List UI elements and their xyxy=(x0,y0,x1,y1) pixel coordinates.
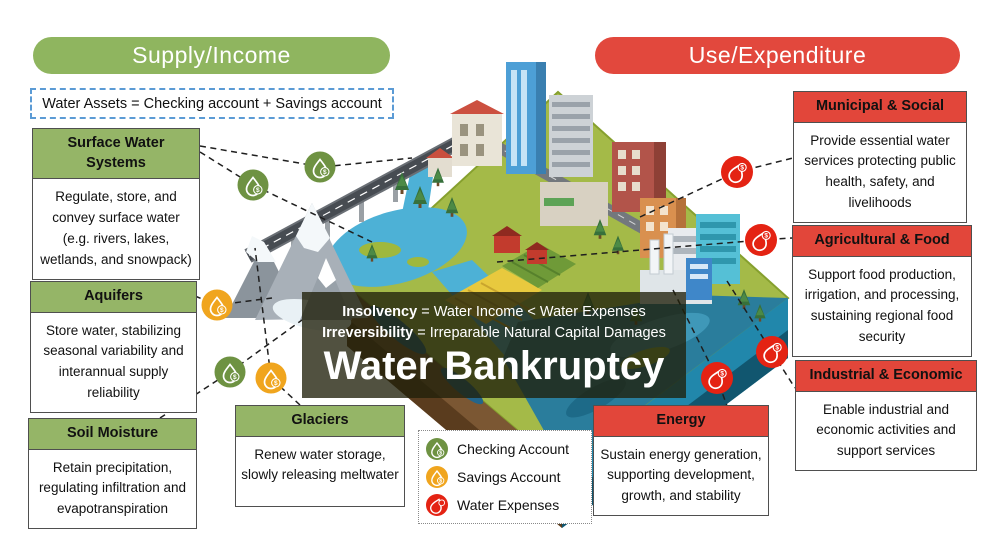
water-expenses-icon xyxy=(425,493,449,517)
legend-item-savings-account: $ Savings Account xyxy=(425,465,585,489)
box-title: Energy xyxy=(594,406,768,437)
svg-text:$: $ xyxy=(439,478,442,484)
legend: $ Checking Account $ Savings Account xyxy=(418,430,592,524)
irreversibility-definition: Irreversibility = Irreparable Natural Ca… xyxy=(302,323,686,344)
box-title: Surface Water Systems xyxy=(33,129,199,180)
city-buildings xyxy=(426,62,740,304)
checking-account-droplet-icon-soil: $ xyxy=(214,356,246,388)
box-title: Soil Moisture xyxy=(29,419,196,450)
use-box-agricultural-food: Agricultural & Food Support food product… xyxy=(792,225,972,358)
box-body: Retain precipitation, regulating infiltr… xyxy=(38,459,187,517)
box-body: Enable industrial and economic activitie… xyxy=(816,401,956,459)
connector-surface-water-2 xyxy=(199,151,373,243)
use-expenditure-banner: Use/Expenditure xyxy=(595,37,960,74)
insolvency-term: Insolvency xyxy=(342,303,418,320)
water-bankruptcy-overlay: Insolvency = Water Income < Water Expens… xyxy=(302,292,686,398)
legend-item-water-expenses: Water Expenses xyxy=(425,493,585,517)
supply-income-banner: Supply/Income xyxy=(33,37,390,74)
svg-text:$: $ xyxy=(439,450,442,456)
water-expenses-droplet-icon-industrial: $ xyxy=(756,336,788,368)
svg-text:$: $ xyxy=(764,233,768,240)
insolvency-rest: = Water Income < Water Expenses xyxy=(417,303,646,320)
legend-item-checking-account: $ Checking Account xyxy=(425,437,585,461)
svg-text:$: $ xyxy=(740,165,744,172)
insolvency-definition: Insolvency = Water Income < Water Expens… xyxy=(302,302,686,323)
box-body: Provide essential water services protect… xyxy=(804,132,956,211)
box-title: Municipal & Social xyxy=(794,92,966,123)
box-body: Support food production, irrigation, and… xyxy=(804,266,960,345)
connector-glaciers xyxy=(254,247,301,406)
water-assets-formula: Water Assets = Checking account + Saving… xyxy=(30,88,394,119)
checking-account-droplet-icon-2: $ xyxy=(304,151,336,183)
savings-account-droplet-icon-glaciers: $ xyxy=(255,362,287,394)
water-expenses-droplet-icon-agricultural: $ xyxy=(745,224,777,256)
checking-account-droplet-icon-1: $ xyxy=(237,169,269,201)
savings-account-icon: $ xyxy=(425,465,449,489)
supply-box-glaciers: Glaciers Renew water storage, slowly rel… xyxy=(235,405,405,507)
svg-text:$: $ xyxy=(233,374,237,381)
svg-text:$: $ xyxy=(720,371,724,378)
box-title: Glaciers xyxy=(236,406,404,437)
svg-text:$: $ xyxy=(323,169,327,176)
main-title: Water Bankruptcy xyxy=(323,343,665,388)
water-expenses-droplet-icon-municipal: $ xyxy=(721,156,753,188)
use-box-industrial-economic: Industrial & Economic Enable industrial … xyxy=(795,360,977,472)
use-box-energy: Energy Sustain energy generation, suppor… xyxy=(593,405,769,517)
box-body: Sustain energy generation, supporting de… xyxy=(600,446,762,504)
svg-text:$: $ xyxy=(256,187,260,194)
box-body: Renew water storage, slowly releasing me… xyxy=(241,446,399,483)
use-box-municipal-social: Municipal & Social Provide essential wat… xyxy=(793,91,967,224)
irreversibility-rest: = Irreparable Natural Capital Damages xyxy=(413,324,666,341)
box-title: Agricultural & Food xyxy=(793,226,971,257)
water-expenses-droplet-icon-energy: $ xyxy=(701,362,733,394)
legend-label: Checking Account xyxy=(457,441,570,457)
box-body: Regulate, store, and convey surface wate… xyxy=(40,189,192,267)
box-title: Aquifers xyxy=(31,282,196,313)
checking-account-icon: $ xyxy=(425,437,449,461)
svg-text:$: $ xyxy=(220,307,224,314)
legend-label: Savings Account xyxy=(457,469,561,485)
supply-box-surface-water-systems: Surface Water Systems Regulate, store, a… xyxy=(32,128,200,280)
legend-label: Water Expenses xyxy=(457,497,560,513)
box-body: Store water, stabilizing seasonal variab… xyxy=(43,322,184,401)
savings-account-droplet-icon-aquifers: $ xyxy=(201,289,233,321)
irreversibility-term: Irreversibility xyxy=(322,324,414,341)
svg-text:$: $ xyxy=(775,345,779,352)
box-title: Industrial & Economic xyxy=(796,361,976,392)
supply-box-aquifers: Aquifers Store water, stabilizing season… xyxy=(30,281,197,414)
connector-surface-water-1 xyxy=(199,145,413,168)
svg-text:$: $ xyxy=(274,380,278,387)
supply-box-soil-moisture: Soil Moisture Retain precipitation, regu… xyxy=(28,418,197,530)
